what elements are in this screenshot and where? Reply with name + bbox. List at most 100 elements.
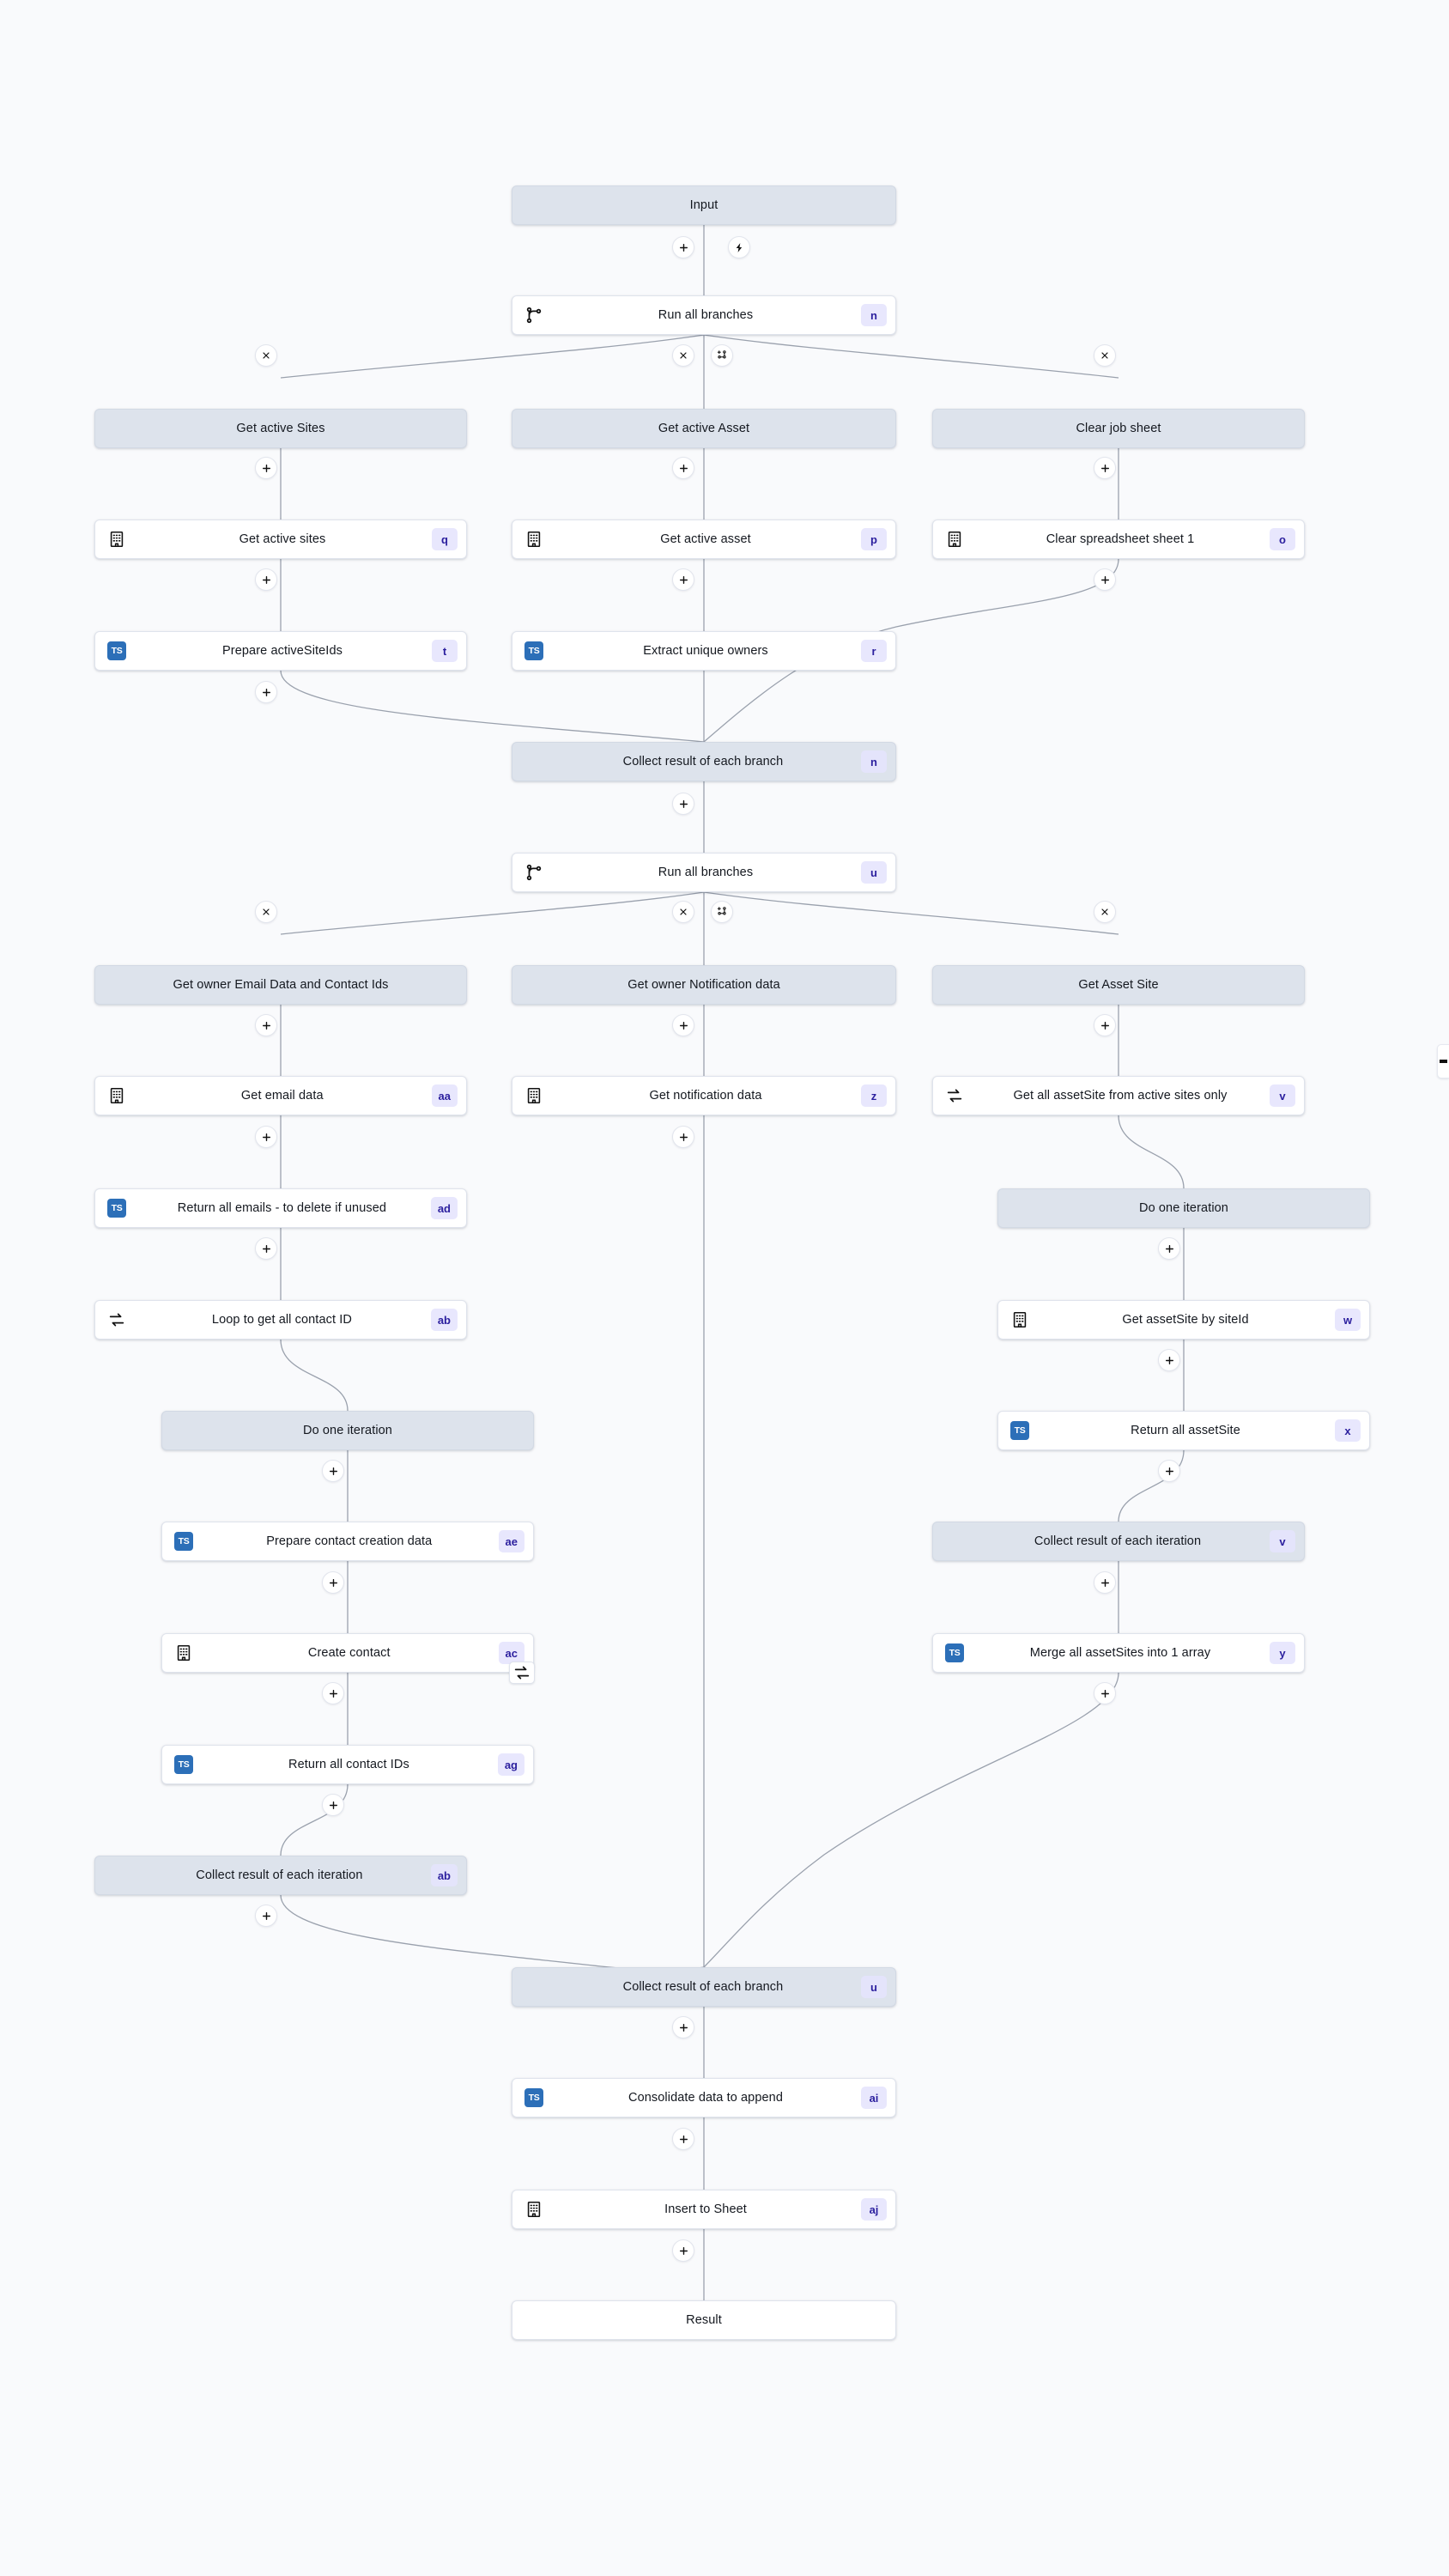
- node-grp_assetsite[interactable]: Get Asset Site: [932, 965, 1305, 1005]
- close-handle-h-br2-right-x[interactable]: [1094, 901, 1116, 923]
- node-shortcut-badge[interactable]: y: [1270, 1642, 1295, 1664]
- node-shortcut-badge[interactable]: r: [861, 640, 887, 662]
- plus-handle-h-sites-3[interactable]: [255, 681, 277, 703]
- loop-back-icon[interactable]: [509, 1662, 535, 1684]
- plus-handle-h-collect1-run2[interactable]: [672, 793, 694, 815]
- add-branch-handle-h-run1-addbr[interactable]: [711, 344, 733, 367]
- plus-handle-h-notif-2[interactable]: [672, 1126, 694, 1148]
- node-shortcut-badge[interactable]: u: [861, 861, 887, 884]
- plus-handle-h-email-1[interactable]: [255, 1014, 277, 1036]
- node-shortcut-badge[interactable]: ai: [861, 2087, 887, 2109]
- plus-handle-h-job-2[interactable]: [1094, 568, 1116, 591]
- node-iter_contact[interactable]: Do one iteration: [161, 1411, 534, 1450]
- plus-handle-h-getsiteby-1[interactable]: [1158, 1349, 1180, 1371]
- plus-handle-h-email-2[interactable]: [255, 1126, 277, 1148]
- node-grp_email[interactable]: Get owner Email Data and Contact Ids: [94, 965, 467, 1005]
- node-shortcut-badge[interactable]: n: [861, 750, 887, 773]
- node-input[interactable]: Input: [512, 185, 896, 225]
- node-shortcut-badge[interactable]: u: [861, 1976, 887, 1998]
- plus-handle-h-job-1[interactable]: [1094, 457, 1116, 479]
- node-shortcut-badge[interactable]: aj: [861, 2198, 887, 2221]
- node-shortcut-badge[interactable]: w: [1335, 1309, 1361, 1331]
- close-handle-h-br2-left-x[interactable]: [255, 901, 277, 923]
- node-shortcut-badge[interactable]: q: [432, 528, 458, 550]
- bolt-handle-h-trigger[interactable]: [728, 236, 750, 258]
- node-grp_asset[interactable]: Get active Asset: [512, 409, 896, 448]
- plus-handle-h-notif-1[interactable]: [672, 1014, 694, 1036]
- close-handle-h-run2-close[interactable]: [672, 901, 694, 923]
- node-shortcut-badge[interactable]: n: [861, 304, 887, 326]
- node-shortcut-badge[interactable]: ad: [430, 1197, 458, 1219]
- close-handle-h-br1-right-x[interactable]: [1094, 344, 1116, 367]
- node-grp_jobsheet[interactable]: Clear job sheet: [932, 409, 1305, 448]
- plus-handle-h-iterasset-1[interactable]: [1158, 1237, 1180, 1260]
- node-grp_notif[interactable]: Get owner Notification data: [512, 965, 896, 1005]
- node-shortcut-badge[interactable]: aa: [431, 1084, 458, 1107]
- node-shortcut-badge[interactable]: ae: [498, 1530, 524, 1552]
- plus-handle-h-consolidate-1[interactable]: [672, 2128, 694, 2150]
- plus-handle-h-insert-1[interactable]: [672, 2239, 694, 2262]
- node-shortcut-badge[interactable]: o: [1270, 528, 1295, 550]
- plus-handle-h-merge-1[interactable]: [1094, 1682, 1116, 1704]
- plus-handle-h-assetsite-1[interactable]: [1094, 1014, 1116, 1036]
- plus-handle-h-sites-2[interactable]: [255, 568, 277, 591]
- node-shortcut-badge[interactable]: ag: [497, 1753, 524, 1776]
- plus-handle-h-email-3[interactable]: [255, 1237, 277, 1260]
- node-shortcut-badge[interactable]: v: [1270, 1530, 1295, 1552]
- plus-handle-h-input-run1[interactable]: [672, 236, 694, 258]
- plus-handle-h-asset-2[interactable]: [672, 568, 694, 591]
- plus-handle-h-collectv-1[interactable]: [1094, 1571, 1116, 1594]
- plus-handle-h-prepcontact-1[interactable]: [322, 1571, 344, 1594]
- plus-handle-h-createcontact-1[interactable]: [322, 1682, 344, 1704]
- add-branch-handle-h-run2-addbr[interactable]: [711, 901, 733, 923]
- node-shortcut-badge[interactable]: p: [861, 528, 887, 550]
- plus-handle-h-collectab-1[interactable]: [255, 1905, 277, 1927]
- plus-handle-h-itercontact-1[interactable]: [322, 1460, 344, 1482]
- node-label: Clear job sheet: [1076, 422, 1161, 435]
- plus-handle-h-retids-1[interactable]: [322, 1794, 344, 1816]
- node-shortcut-badge[interactable]: v: [1270, 1084, 1295, 1107]
- typescript-icon: TS: [107, 641, 126, 660]
- plus-handle-h-retassetsite-1[interactable]: [1158, 1460, 1180, 1482]
- node-shortcut-badge[interactable]: z: [861, 1084, 887, 1107]
- node-get_allsite[interactable]: Get all assetSite from active sites only…: [932, 1076, 1305, 1115]
- node-shortcut-badge[interactable]: ab: [430, 1309, 458, 1331]
- node-iter_asset[interactable]: Do one iteration: [997, 1188, 1370, 1228]
- close-handle-h-br1-left-x[interactable]: [255, 344, 277, 367]
- node-shortcut-badge[interactable]: ac: [498, 1642, 524, 1664]
- node-shortcut-badge[interactable]: x: [1335, 1419, 1361, 1442]
- clipped-panel-edge[interactable]: [1437, 1044, 1449, 1078]
- node-shortcut-badge[interactable]: ab: [430, 1864, 458, 1886]
- plus-handle-h-collect2-1[interactable]: [672, 2016, 694, 2038]
- node-result[interactable]: Result: [512, 2300, 896, 2340]
- plus-handle-h-asset-1[interactable]: [672, 457, 694, 479]
- plus-handle-h-sites-1[interactable]: [255, 457, 277, 479]
- node-grp_sites[interactable]: Get active Sites: [94, 409, 467, 448]
- close-handle-h-run1-close[interactable]: [672, 344, 694, 367]
- node-shortcut-badge[interactable]: t: [432, 640, 458, 662]
